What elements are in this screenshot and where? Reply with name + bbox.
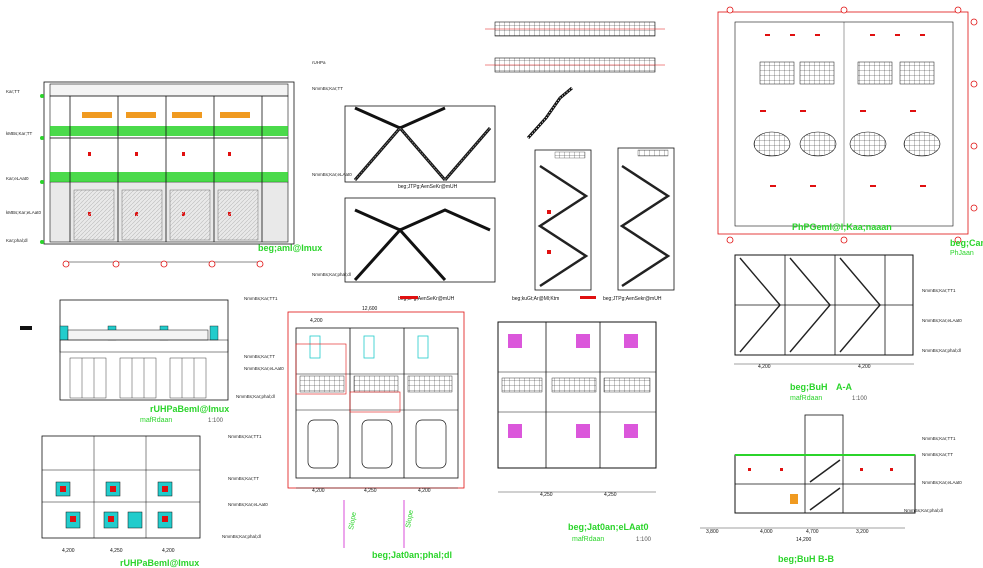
level-label: kMBs;Kar;eLAat0 (6, 210, 42, 215)
dimension: 4,000 (760, 529, 773, 535)
stair-isometric (526, 86, 573, 140)
dimension: 12,600 (362, 306, 378, 312)
level-label: NmmBs;Kar;phal;dl (222, 534, 261, 539)
view-title: beg;BuH B-B (778, 554, 834, 564)
level-label: NmmBs;Kar;eLAat0 (312, 172, 352, 177)
dimension: 4,200 (858, 364, 871, 370)
scale-value: 1:100 (636, 537, 652, 543)
section-aa: NmmBs;Kar;TT1 NmmBs;Kar;eLAat0 NmmBs;Kar… (734, 254, 962, 402)
level-label: kMBs;Kar;TT (6, 131, 33, 136)
dimension: 4,200 (758, 364, 771, 370)
stair-section-upper: beg;JTPg;AenSeKr@mUH (344, 105, 496, 190)
scale-prefix: mafRdaan (572, 536, 604, 543)
stair-label: beg;JTPg;AenSekr@mUH (603, 296, 662, 302)
dimension: 3,200 (856, 529, 869, 535)
dimension: 4,200 (162, 548, 175, 554)
level-label: NmmBs;Kar;phal;dl (904, 508, 943, 513)
level-label: NmmBs;Kar;phal;dl (922, 348, 961, 353)
dimension: 4,200 (62, 548, 75, 554)
roof-plan: PhPGeml@l;Kaa;naaan beg;Cang PhJaan (717, 6, 983, 257)
bottom-left-label: rUHPaBeml@Imux (120, 558, 199, 568)
level-label: NmmBs;Kar;TT (228, 476, 259, 481)
level-label: NmmBs;Kar;eLAat0 (228, 502, 268, 507)
view-suffix: A-A (836, 382, 852, 392)
front-elevation-small: NmmBs;Kar;TT1 NmmBs;Kar;TT NmmBs;Kar;eLA… (20, 296, 284, 424)
slope-label: Slope (348, 511, 358, 530)
level-label: NmmBs;Kar;eLAat0 (244, 366, 284, 371)
level-label: NmmBs;Kar;TT (312, 86, 343, 91)
roof-side-sub: PhJaan (950, 250, 974, 257)
level-label: Kar;TT (6, 89, 20, 94)
level-label: NmmBs;Kar;TT1 (244, 296, 278, 301)
level-label: NmmBs;Kar;TT (922, 452, 953, 457)
view-title: PhPGeml@l;Kaa;naaan (792, 222, 892, 232)
stair-section-lower: beg;JPg;AenSeKr@mUH (344, 197, 496, 302)
level-label: NmmBs;Kar;phal;dl (236, 394, 275, 399)
view-title: beg;BuH (790, 382, 828, 392)
roof-side-label: beg;Cang (950, 238, 983, 248)
scale-prefix: mafRdaan (140, 417, 172, 424)
dimension: 4,200 (312, 488, 325, 494)
dimension: 4,250 (540, 492, 553, 498)
dimension: 14,200 (796, 537, 812, 543)
level-label: NmmBs;Kar;TT1 (922, 436, 956, 441)
scale-value: 1:100 (852, 396, 868, 402)
level-label: NmmBs;Kar;TT (244, 354, 275, 359)
level-label: NmmBs;Kar;TT1 (228, 434, 262, 439)
dimension: 3,800 (706, 529, 719, 535)
scale-value: 1:100 (208, 418, 224, 424)
view-title: beg;Jat0an;eLAat0 (568, 522, 649, 532)
stair-column-section-1: beg;kuGt;Ar@Ml;Ktm (512, 149, 596, 302)
stair-label: beg;kuGt;Ar@Ml;Ktm (512, 296, 559, 302)
view-title: rUHPaBeml@Imux (150, 404, 229, 414)
level-label: NmmBs;Kar;eLAat0 (922, 318, 962, 323)
view-title: beg;aml@Imux (258, 243, 322, 253)
level-label: Kar;eLAat0 (6, 176, 29, 181)
stair-label: beg;JPg;AenSeKr@mUH (398, 296, 455, 302)
rear-elevation: NmmBs;Kar;TT1 NmmBs;Kar;TT NmmBs;Kar;eLA… (41, 434, 268, 568)
stair-column-section-2: beg;JTPg;AenSekr@mUH (603, 147, 675, 302)
dimension: 4,200 (418, 488, 431, 494)
section-bb: NmmBs;Kar;TT1 NmmBs;Kar;TT NmmBs;Kar;eLA… (706, 414, 962, 564)
stair-strip-plans (485, 21, 665, 73)
view-title: beg;Jat0an;phal;dl (372, 550, 452, 560)
level-label: rUHPa (312, 60, 326, 65)
level-label: NmmBs;Kar;phal;dl (312, 272, 351, 277)
dimension: 4,200 (310, 318, 323, 324)
dimension: 4,700 (806, 529, 819, 535)
second-floor-plan: 4,250 4,250 beg;Jat0an;eLAat0 mafRdaan 1… (497, 321, 657, 543)
front-elevation-large: Kar;TT kMBs;Kar;TT Kar;eLAat0 kMBs;Kar;e… (6, 81, 322, 268)
stair-label: beg;JTPg;AenSeKr@mUH (398, 184, 458, 190)
dimension: 4,250 (604, 492, 617, 498)
dimension: 4,250 (364, 488, 377, 494)
level-label: NmmBs;Kar;eLAat0 (922, 480, 962, 485)
level-label: NmmBs;Kar;TT1 (922, 288, 956, 293)
level-label: Kar;phal;dl (6, 238, 28, 243)
dimension: 4,250 (110, 548, 123, 554)
first-floor-plan: 4,200 12,600 4,200 4,250 4,200 Slope Slo… (287, 306, 465, 560)
scale-prefix: mafRdaan (790, 395, 822, 402)
slope-label: Slope (405, 509, 415, 528)
